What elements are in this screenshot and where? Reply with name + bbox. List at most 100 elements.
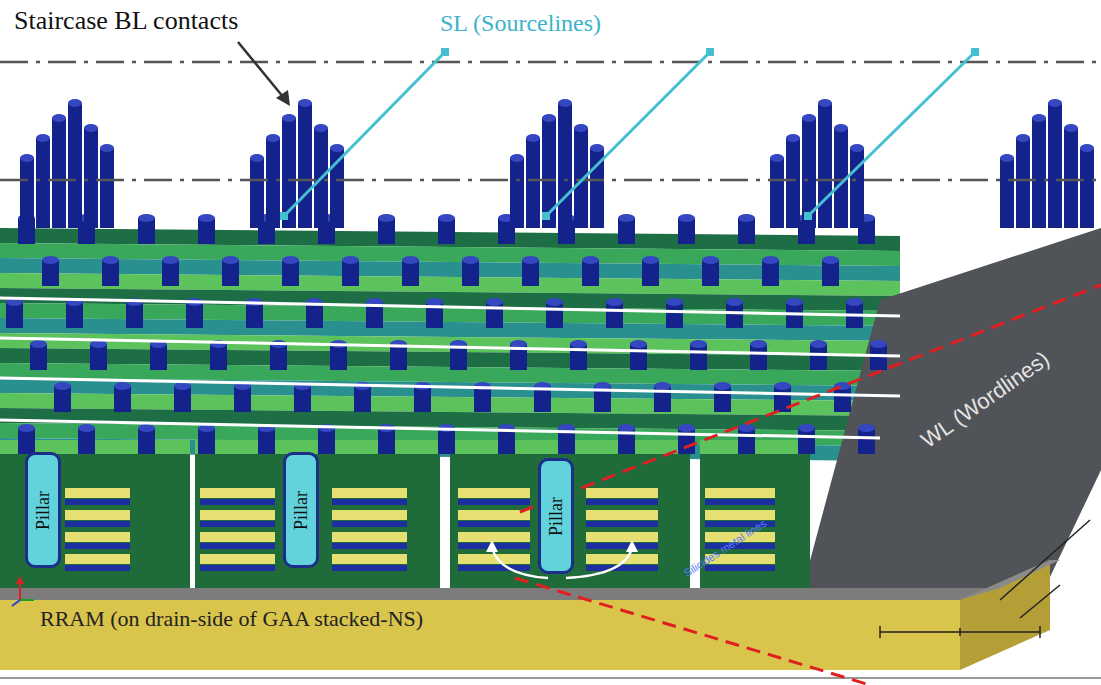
callout-label: SL (Sourcelines) [440,10,601,38]
staircase-contact [36,138,50,228]
staircase-contact-top [330,144,344,152]
nanosheet [200,510,275,520]
staircase-contact [68,103,82,228]
contact-cylinder-top [54,382,71,390]
contact-cylinder-top [114,382,131,390]
staircase-contact [250,158,264,228]
sl-end [971,48,979,56]
curved-arrow [566,548,632,578]
contact-cylinder-top [870,340,887,348]
staircase-contact-top [770,154,784,162]
stack-face [700,440,810,590]
contact-cylinder-top [438,214,455,222]
contact-cylinder-top [582,256,599,264]
nanosheet [332,488,407,498]
contact-cylinder-top [678,214,695,222]
pillar-label: Pillar [291,491,312,530]
contact-cylinder-top [378,214,395,222]
scale-line [1020,585,1060,618]
staircase-contact [1064,128,1078,228]
dash-dot-line [0,179,1101,182]
staircase-contact [786,138,800,228]
nanosheet [65,554,130,564]
staircase-contact [100,148,114,228]
callout-label: Staircase BL contacts [14,6,238,36]
staircase-contact-top [850,144,864,152]
rram-base [0,600,960,670]
staircase-contact [558,103,572,228]
contact-cylinder-top [738,424,755,432]
sourceline-leaders [280,48,979,220]
staircase-contact-top [100,144,114,152]
stack-top [195,440,440,454]
sl-end [441,48,449,56]
sl-line [808,52,975,216]
pillar-label: Pillar [33,491,54,530]
dash-dot-line [0,61,1101,64]
contact-cylinder-top [462,256,479,264]
nanosheet [65,532,130,542]
base-top-side [960,560,1060,600]
metal-layer [65,565,130,571]
metal-layer [332,499,407,505]
contact-cylinder-top [774,382,791,390]
staircase-contact-top [1064,124,1078,132]
nanosheet [200,532,275,542]
staircase-contact [1080,148,1094,228]
nanosheet [586,510,658,520]
staircase-contact-top [20,154,34,162]
contact-cylinder-top [786,298,803,306]
nanosheet [332,532,407,542]
contact-cylinder-top [714,382,731,390]
metal-layer [65,499,130,505]
scale-bar [880,520,1090,638]
metal-layer [332,521,407,527]
rram-label: RRAM (on drain-side of GAA stacked-NS) [40,606,423,631]
contact-cylinder-top [138,424,155,432]
contact-cylinder-top [690,340,707,348]
staircase-contact-top [68,99,82,107]
base-side [960,560,1050,670]
scale-tick [959,628,961,636]
nanosheet [705,510,775,520]
contact-cylinder-top [678,424,695,432]
metal-layer [65,521,130,527]
nanosheet [332,554,407,564]
staircase-contact-top [36,134,50,142]
staircase-contact [20,158,34,228]
pillar-box: Pillar [283,452,319,568]
staircase-contact-top [834,124,848,132]
contact-cylinder-top [642,256,659,264]
metal-layer [458,565,530,571]
metal-layer [705,499,775,505]
contact-cylinder-top [546,298,563,306]
staircase-contact-top [1048,99,1062,107]
base-top [0,588,1000,600]
contact-cylinder-top [762,256,779,264]
contact-cylinder-top [666,298,683,306]
contact-cylinder-top [282,256,299,264]
staircase-contact [510,158,524,228]
contact-cylinder-top [426,298,443,306]
scale-line [1000,520,1090,600]
metal-layer [200,499,275,505]
staircase-contact [1032,118,1046,228]
nanosheet [200,554,275,564]
staircase-contact [526,138,540,228]
nanosheet [586,488,658,498]
metal-layer [586,521,658,527]
contact-cylinder-top [618,214,635,222]
wordline-plate [800,228,1101,598]
arrow-head [486,540,498,552]
stack-background [0,228,900,461]
sl-end [706,48,714,56]
staircase-contact-top [1032,114,1046,122]
staircase-contact-top [298,99,312,107]
staircase-contact-top [786,134,800,142]
metal-layer [586,565,658,571]
contact-cylinder-top [342,256,359,264]
contact-cylinder-top [750,340,767,348]
sl-end [542,212,550,220]
staircase-contact [770,158,784,228]
staircase-contact-top [574,124,588,132]
